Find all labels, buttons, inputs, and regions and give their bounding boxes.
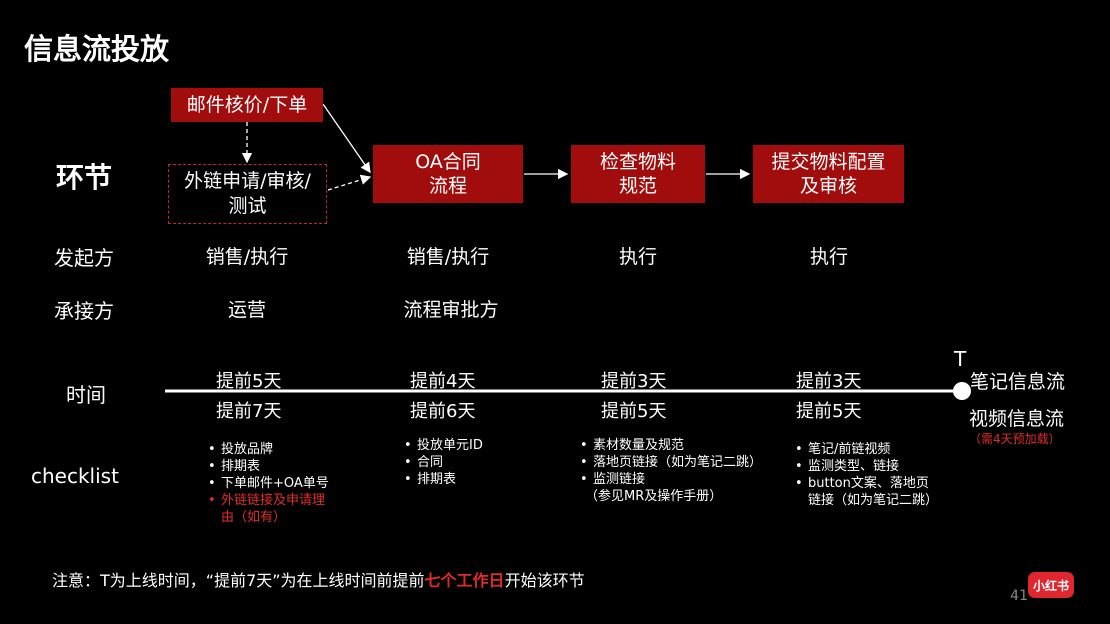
checklist-item: 合同: [404, 454, 483, 471]
checklist-item: 投放单元ID: [404, 437, 483, 454]
timeline-end-dot: [953, 382, 971, 400]
checklist-item: 外链链接及申请理: [208, 492, 329, 509]
time-bottom-label: 提前6天: [410, 401, 476, 422]
time-bottom-label: 提前7天: [216, 401, 282, 422]
initiator-cell: 销售/执行: [406, 246, 490, 268]
box-submit-material-config: 提交物料配置 及审核: [753, 145, 904, 203]
time-top-label: 提前3天: [601, 371, 667, 392]
time-top-label: 提前3天: [796, 371, 862, 392]
timeline-end-note-video: 视频信息流: [969, 408, 1065, 430]
time-bottom-label: 提前5天: [601, 401, 667, 422]
checklist-item: 监测类型、链接: [795, 458, 938, 475]
checklist-list: 素材数量及规范 落地页链接（如为笔记二跳） 监测链接 （参见MR及操作手册）: [577, 437, 762, 505]
timeline-end-note-preload: （需4天预加载）: [969, 432, 1061, 446]
checklist-item: 排期表: [208, 458, 329, 475]
arrow-external-to-oa: [327, 174, 372, 191]
row-label-receiver: 承接方: [54, 299, 114, 323]
checklist-item: 排期表: [404, 471, 483, 488]
checklist-item: 下单邮件+OA单号: [208, 475, 329, 492]
checklist-item-note: （参见MR及操作手册）: [585, 489, 723, 504]
page-title: 信息流投放: [24, 32, 170, 66]
box-external-link-request: 外链申请/审核/ 测试: [168, 164, 327, 224]
initiator-cell: 执行: [809, 246, 848, 268]
checklist-item: 笔记/前链视频: [795, 441, 938, 458]
row-label-stage: 环节: [56, 161, 113, 194]
time-top-label: 提前4天: [410, 371, 476, 392]
row-label-time: 时间: [66, 383, 106, 407]
checklist-item: 素材数量及规范: [580, 437, 762, 454]
box-check-material: 检查物料 规范: [571, 145, 705, 203]
checklist-item: 监测链接: [580, 471, 762, 488]
initiator-cell: 执行: [618, 246, 657, 268]
xiaohongshu-logo: 小红书: [1028, 572, 1074, 598]
checklist-list: 投放单元ID 合同 排期表: [401, 437, 483, 488]
time-bottom-label: 提前5天: [796, 401, 862, 422]
receiver-cell: 流程审批方: [403, 299, 499, 321]
footnote: 注意：T为上线时间，“提前7天”为在上线时间前提前七个工作日开始该环节: [52, 571, 585, 590]
initiator-cell: 销售/执行: [205, 246, 289, 268]
box-oa-contract: OA合同 流程: [373, 145, 523, 203]
receiver-cell: 运营: [227, 299, 266, 321]
checklist-item: 落地页链接（如为笔记二跳）: [580, 454, 762, 471]
row-label-initiator: 发起方: [54, 246, 114, 270]
checklist-item: button文案、落地页: [795, 475, 938, 492]
box-email-quote-order: 邮件核价/下单: [171, 88, 323, 122]
checklist-item-continued: 由（如有）: [221, 510, 287, 525]
row-label-checklist: checklist: [31, 464, 119, 488]
arrow-email-to-oa: [322, 103, 371, 174]
checklist-list: 投放品牌 排期表 下单邮件+OA单号 外链链接及申请理 由（如有）: [205, 441, 329, 526]
checklist-item: 投放品牌: [208, 441, 329, 458]
page-number: 41: [1010, 588, 1028, 604]
time-top-label: 提前5天: [216, 371, 282, 392]
timeline-end-note-notes: 笔记信息流: [970, 371, 1066, 393]
timeline-end-label: T: [954, 347, 967, 371]
checklist-item-continued: 链接（如为笔记二跳）: [808, 493, 939, 508]
checklist-list: 笔记/前链视频 监测类型、链接 button文案、落地页 链接（如为笔记二跳）: [792, 441, 938, 509]
